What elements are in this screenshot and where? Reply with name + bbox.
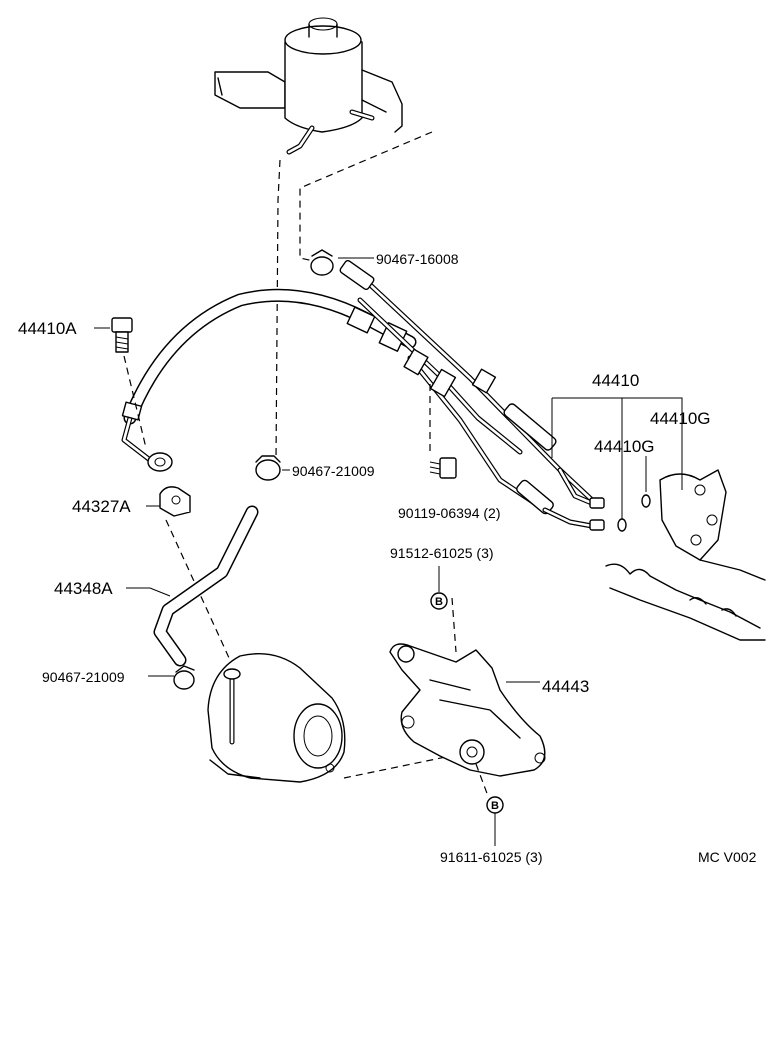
power-steering-pump <box>207 653 346 783</box>
pump-bracket <box>389 643 546 777</box>
marker-b-lower: B <box>486 796 504 814</box>
label-clamp-lower: 90467-21009 <box>42 669 125 685</box>
diagram-code: MC V002 <box>698 849 757 865</box>
pressure-tube-bundle <box>339 259 605 531</box>
marker-b-upper: B <box>430 592 448 610</box>
label-bolt-upper-b: 91512-61025 (3) <box>390 545 494 561</box>
bolt-a-icon <box>429 457 457 479</box>
label-return-hose: 44348A <box>54 579 113 598</box>
leader-reservoir-return <box>299 131 433 263</box>
label-gasket-a: 44410G <box>650 409 711 428</box>
clamp-mid-icon <box>255 455 281 481</box>
label-bolt-a: 90119-06394 (2) <box>398 505 500 521</box>
label-clamp-upper: 90467-16008 <box>376 251 459 267</box>
clamp-b-icon <box>159 486 191 517</box>
label-union-bolt: 44410A <box>18 319 77 338</box>
clamp-upper-icon <box>310 249 334 276</box>
label-bolt-lower-b: 91611-61025 (3) <box>440 849 542 865</box>
gasket-b-icon <box>617 518 627 532</box>
label-clamp-b: 44327A <box>72 497 131 516</box>
label-clamp-mid: 90467-21009 <box>292 463 375 479</box>
gasket-a-icon <box>641 494 651 508</box>
label-pressure-tube: 44410 <box>592 371 639 390</box>
label-gasket-b: 44410G <box>594 437 655 456</box>
return-hose-arch <box>121 288 417 472</box>
steering-gear <box>605 469 766 641</box>
leader-reservoir-down <box>275 159 281 461</box>
svg-text:B: B <box>435 596 443 608</box>
label-bracket: 44443 <box>542 677 589 696</box>
reservoir-tank <box>214 17 403 155</box>
union-bolt-icon <box>111 317 133 353</box>
clamp-lower-icon <box>173 665 195 690</box>
svg-text:B: B <box>491 800 499 812</box>
return-hose-icon <box>153 505 259 667</box>
